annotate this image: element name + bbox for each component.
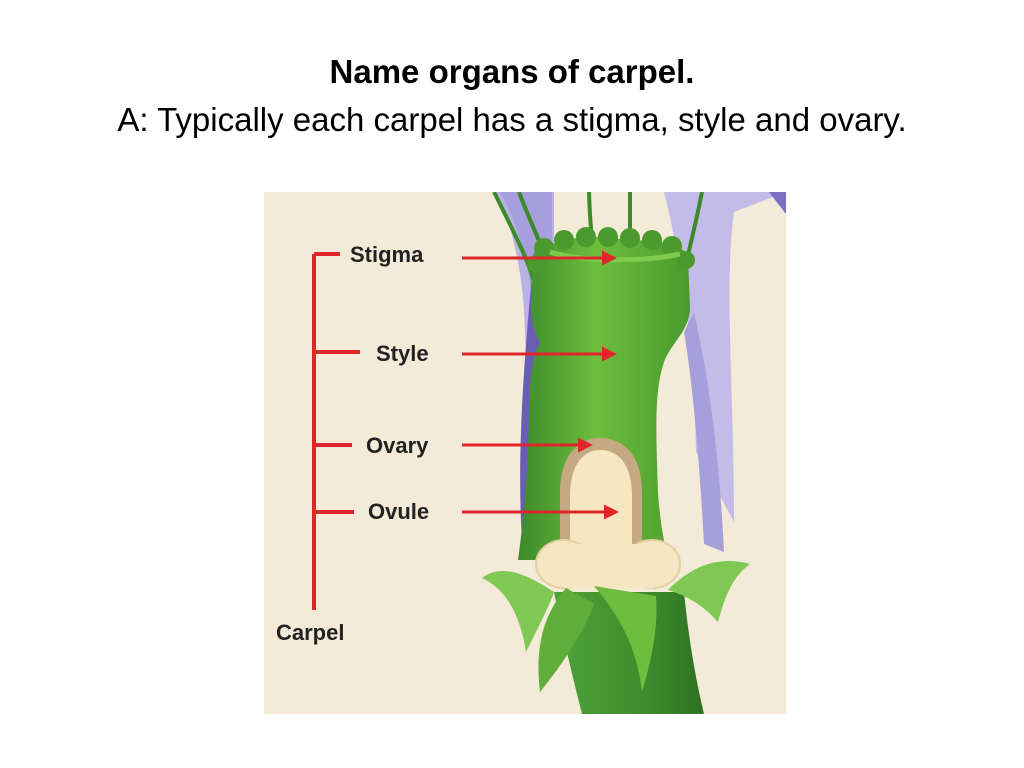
label-ovary: Ovary [366, 433, 429, 458]
slide-title-block: Name organs of carpel. A: Typically each… [0, 48, 1024, 144]
label-stigma: Stigma [350, 242, 424, 267]
petal-right [664, 192, 786, 522]
sepal-right [668, 561, 750, 622]
stem [554, 592, 704, 714]
carpel-diagram: Stigma Style Ovary Ovule Carpel [264, 192, 786, 714]
ovule-shape [570, 450, 632, 554]
petal-right-inner [684, 312, 724, 552]
answer-text: A: Typically each carpel has a stigma, s… [117, 101, 907, 138]
petal-far-right [769, 192, 786, 214]
label-style: Style [376, 341, 429, 366]
label-ovule: Ovule [368, 499, 429, 524]
stigma-scallops [527, 227, 695, 273]
carpel-diagram-svg: Stigma Style Ovary Ovule Carpel [264, 192, 786, 714]
sepal-left [482, 570, 554, 652]
receptacle-center [564, 544, 654, 588]
pointer-arrows [462, 250, 619, 520]
label-carpel: Carpel [276, 620, 344, 645]
carpel-bracket [312, 252, 360, 610]
sepal-front-left [538, 588, 594, 692]
sepal-front-right [594, 586, 657, 692]
question-heading: Name organs of carpel. [329, 53, 695, 90]
